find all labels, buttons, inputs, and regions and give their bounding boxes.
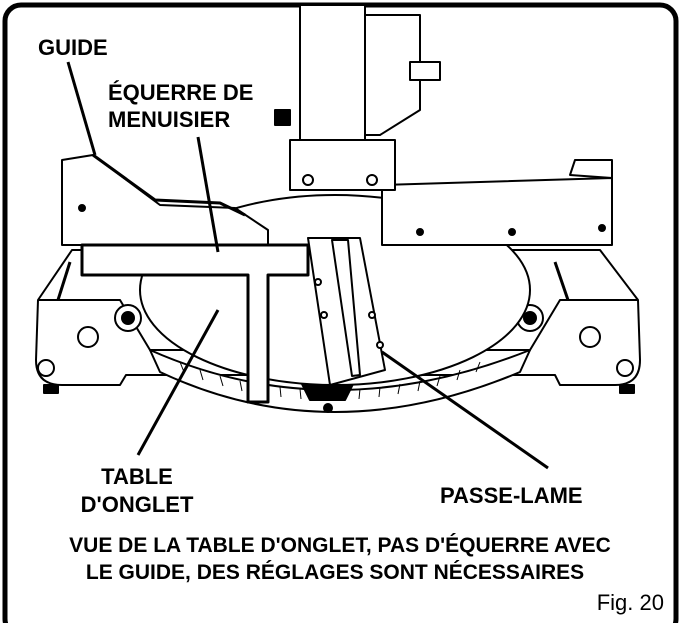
guide-leader: [66, 61, 97, 156]
left-foot-hole: [37, 359, 55, 377]
arm-bolt-2: [366, 174, 378, 186]
callout-table-line2: D'ONGLET: [81, 492, 194, 517]
right-knob-inner: [523, 311, 537, 325]
left-slot: [56, 261, 72, 301]
right-slot: [553, 261, 570, 301]
leader-lines: [66, 61, 549, 470]
right-fence-clamp: [569, 159, 613, 179]
right-fence-hole-1: [416, 228, 424, 236]
caption-line1: VUE DE LA TABLE D'ONGLET, PAS D'ÉQUERRE …: [69, 534, 611, 557]
square-leader: [196, 136, 220, 253]
blade-plate-leader: [381, 350, 549, 470]
scale-center-dot: [323, 403, 333, 413]
table-leader: [136, 309, 220, 456]
left-fence-top: [92, 153, 246, 217]
blade-plate-screw-4: [376, 341, 384, 349]
left-base-hole: [77, 326, 99, 348]
right-foot-hole: [616, 359, 634, 377]
caption-line2: LE GUIDE, DES RÉGLAGES SONT NÉCESSAIRES: [86, 561, 584, 584]
blade-plate-screw-2: [320, 311, 328, 319]
callout-blade-plate: PASSE-LAME: [440, 483, 583, 508]
arm-bolt-1: [302, 174, 314, 186]
saw-arm: [299, 4, 366, 156]
saw-motor-housing: [364, 14, 421, 136]
left-knob-inner: [121, 311, 135, 325]
right-fence-hole-3: [598, 224, 606, 232]
callout-table-line1: TABLE: [101, 464, 173, 489]
blade-plate: [307, 237, 386, 386]
right-foot-pad: [619, 384, 635, 394]
right-fence: [381, 177, 613, 246]
carpenter-square: [80, 243, 310, 404]
saw-illustration: [35, 4, 641, 413]
figure-label: Fig. 20: [597, 590, 664, 615]
callout-square-line1: ÉQUERRE DE: [108, 80, 253, 105]
right-fence-hole-2: [508, 228, 516, 236]
blade-slot: [331, 239, 361, 377]
callout-square-line2: MENUISIER: [108, 107, 230, 132]
arm-handle: [409, 61, 441, 81]
left-foot-pad: [43, 384, 59, 394]
left-fence-hole: [78, 204, 86, 212]
blade-plate-screw-3: [368, 311, 376, 319]
blade-plate-screw-1: [314, 278, 322, 286]
right-base-hole: [579, 326, 601, 348]
scale-zero-mark: 0: [328, 383, 335, 397]
callout-guide: GUIDE: [38, 35, 108, 60]
arm-pivot-knob: [274, 109, 291, 126]
